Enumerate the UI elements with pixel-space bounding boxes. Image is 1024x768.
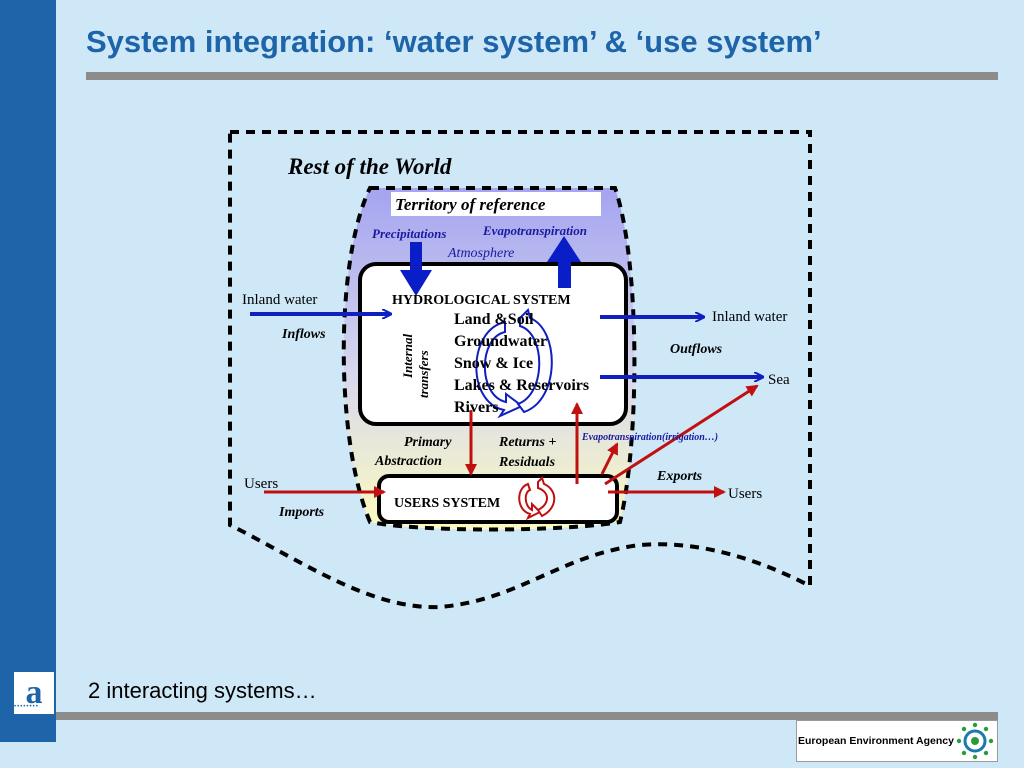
hydro-item: Land &Soil <box>454 311 534 328</box>
internal-label-line2: transfers <box>416 350 431 398</box>
imports-label: Imports <box>278 505 325 520</box>
logo-dots: •••••••• <box>14 704 39 710</box>
agency-logo: a <box>14 672 54 714</box>
eea-footer-logo <box>796 720 998 762</box>
users-cycle-icon <box>518 482 542 521</box>
hydrological-system-title: HYDROLOGICAL SYSTEM <box>392 293 571 308</box>
logo-a-icon: a <box>14 672 54 714</box>
evapotranspiration-label: Evapotranspiration <box>482 223 587 238</box>
rest-of-world-label: Rest of the World <box>287 154 452 179</box>
internal-label-line1: Internal <box>400 334 415 379</box>
precipitation-arrow-icon <box>400 242 432 296</box>
internal-transfers-cycle-icon-2 <box>516 308 553 414</box>
slide-title: System integration: ‘water system’ & ‘us… <box>86 24 822 59</box>
primary-abstraction-label-1: Primary <box>404 435 452 450</box>
atmosphere-label: Atmosphere <box>447 246 514 261</box>
hydro-item: Snow & Ice <box>454 355 533 372</box>
rest-of-world-boundary <box>228 130 812 610</box>
outflows-label: Outflows <box>670 342 723 357</box>
hydro-item: Lakes & Reservoirs <box>454 377 589 394</box>
territory-label-box <box>391 192 601 216</box>
primary-abstraction-label-2: Abstraction <box>374 454 442 469</box>
returns-label-2: Residuals <box>498 455 556 470</box>
sea-export-arrow <box>604 384 759 486</box>
footer-divider <box>56 712 998 720</box>
precipitations-label: Precipitations <box>372 226 446 241</box>
title-divider <box>86 72 998 80</box>
exports-label: Exports <box>656 469 703 484</box>
evapotranspiration-irrigation-arrow <box>600 442 619 475</box>
users-system-box <box>377 474 619 524</box>
sidebar-band <box>0 0 56 742</box>
evapo-irrigation-label: Evapotranspiration(irrigation…) <box>581 432 718 443</box>
hydro-item: Groundwater <box>454 333 547 350</box>
inland-water-out-label: Inland water <box>712 309 787 325</box>
territory-label: Territory of reference <box>395 195 546 214</box>
hydrological-system-box <box>358 262 628 426</box>
logo-letter: a <box>26 674 43 711</box>
eea-globe-icon <box>956 722 994 760</box>
evapotranspiration-arrow-icon <box>547 236 581 288</box>
users-in-label: Users <box>244 476 278 492</box>
users-out-label: Users <box>728 486 762 502</box>
returns-label-1: Returns + <box>498 435 556 450</box>
hydro-item: Rivers <box>454 399 498 416</box>
eea-footer-text: European Environment Agency <box>798 735 954 747</box>
inland-water-in-label: Inland water <box>242 292 317 308</box>
inflows-label: Inflows <box>281 327 326 342</box>
slide-caption: 2 interacting systems… <box>88 678 317 703</box>
internal-transfers-cycle-icon <box>475 320 524 419</box>
users-cycle-icon-2 <box>536 476 556 518</box>
users-system-title: USERS SYSTEM <box>394 496 500 511</box>
sea-label: Sea <box>768 372 790 388</box>
